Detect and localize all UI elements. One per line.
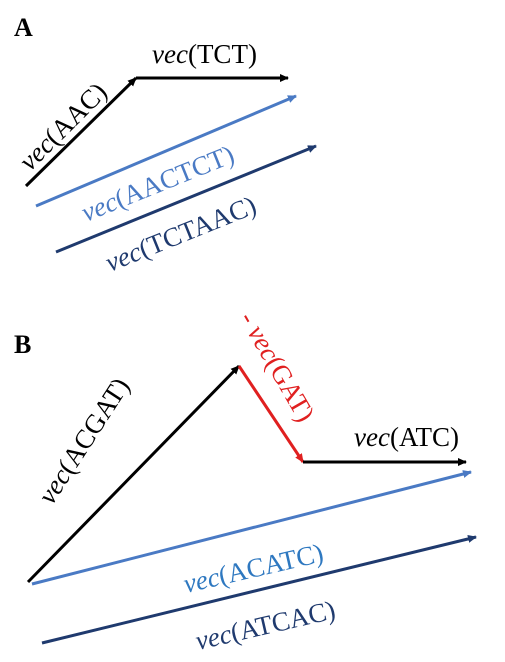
panel-a-label: A: [14, 13, 33, 42]
panel-b: B vec(ACGAT) - vec(GAT) vec(ATC) vec(ACA…: [14, 306, 477, 656]
label-vec-aac: vec(AAC): [13, 77, 113, 177]
label-vec-acatc: vec(ACATC): [181, 538, 327, 599]
panel-b-label: B: [14, 330, 31, 359]
arrow-vec-aactct: [35, 94, 297, 208]
arrow-vec-acatc: [31, 470, 472, 586]
label-vec-atcac: vec(ATCAC): [193, 595, 339, 656]
arrow-neg-vec-gat: [237, 365, 305, 463]
label-neg-vec-gat: - vec(GAT): [234, 306, 321, 427]
panel-a: A vec(AAC) vec(TCT) vec(AACTCT) vec(TCTA…: [13, 13, 317, 278]
arrow-vec-acgat: [26, 364, 241, 584]
label-vec-atc: vec(ATC): [354, 422, 459, 452]
arrow-vec-atcac: [41, 535, 477, 645]
arrow-vec-aac: [24, 76, 138, 188]
arrow-vec-tctaac: [55, 144, 317, 254]
label-vec-tct: vec(TCT): [152, 39, 257, 69]
